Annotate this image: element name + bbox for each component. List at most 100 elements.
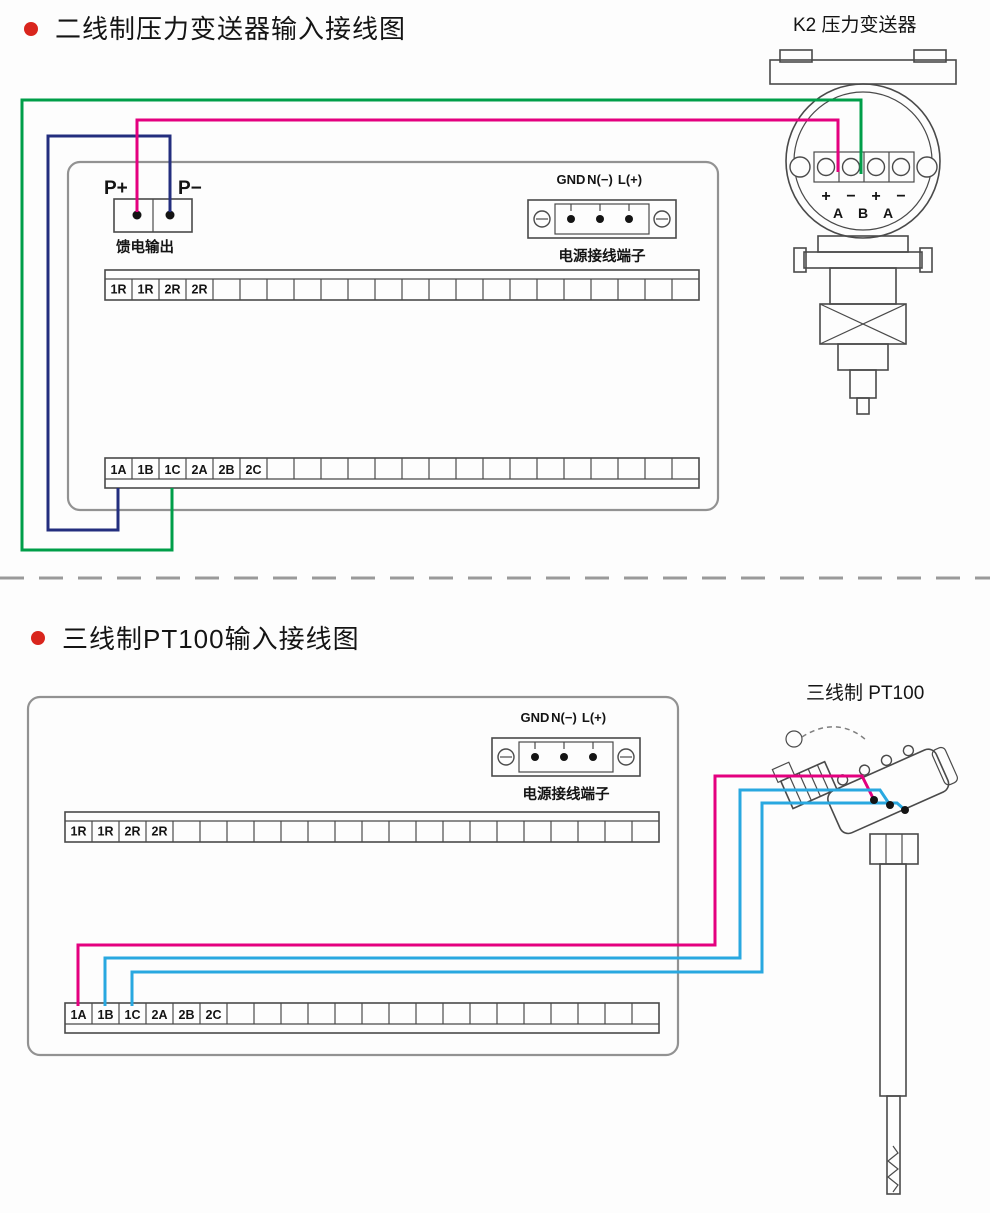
sign-label: − [896, 188, 905, 205]
terminal-cell-label: 1C [165, 463, 181, 477]
power-terminal-label-2: 电源接线端子 [523, 785, 610, 803]
mount-tab-left [779, 49, 813, 63]
p-minus-label: P− [178, 178, 202, 199]
terminal-cell-label: 1A [71, 1008, 87, 1022]
wire-magenta-1a-to-sensor [76, 774, 876, 1006]
wire-navy-pminus-to-1a [46, 134, 172, 532]
section1-title: 二线制压力变送器输入接线图 [55, 14, 406, 44]
process-step-1 [837, 343, 889, 371]
head-screw [880, 754, 893, 767]
sign-label: + [821, 188, 830, 205]
top-plate [769, 59, 957, 85]
terminal-cell-label: 2C [206, 1008, 222, 1022]
mount-tab-right [913, 49, 947, 63]
transmitter-body [829, 267, 897, 305]
cap-chain [801, 726, 867, 741]
section2-title: 三线制PT100输入接线图 [62, 624, 360, 654]
wire-cyan-1c-to-sensor [130, 801, 906, 1006]
cap-chain-end [785, 730, 803, 748]
feed-terminal-minus [165, 210, 175, 220]
power-terminal-label-1: 电源接线端子 [559, 247, 646, 265]
probe-sheath [879, 863, 907, 1097]
process-step-2 [849, 369, 877, 399]
terminal-cell-label: 2A [192, 463, 208, 477]
feed-output-label: 馈电输出 [116, 238, 174, 256]
pt100-sensor-drawing [771, 726, 958, 1195]
recorder-panel-1 [66, 160, 720, 512]
head-screw [902, 744, 915, 757]
section1-wires [20, 98, 863, 552]
terminal-cell-label: 2B [219, 463, 235, 477]
sign-label: + [871, 188, 880, 205]
section2-wires [76, 774, 909, 1006]
terminal-screw [916, 156, 938, 178]
thread-hatch [798, 772, 812, 801]
n-pin-label: N(−) [551, 710, 577, 725]
probe-element-tube [886, 1095, 901, 1195]
transmitter-device-label: K2 压力变送器 [793, 14, 917, 36]
pin-b-label: B [858, 205, 868, 221]
pin-a-label: A [833, 205, 843, 221]
sensor-terminal-3 [901, 806, 909, 814]
connection-head [771, 744, 958, 835]
n-pin-label: N(−) [587, 172, 613, 187]
head-screw [858, 764, 871, 776]
terminal-screw [816, 157, 836, 177]
head-cap [931, 746, 958, 786]
power-terminal-block-2 [491, 737, 641, 777]
terminal-cell-label: 1C [125, 1008, 141, 1022]
terminal-cell-label: 1B [98, 1008, 114, 1022]
flange-lug-left [793, 247, 807, 273]
transmitter-flange [803, 251, 923, 269]
wire-green-b-to-1c [20, 98, 863, 552]
sign-label: − [846, 188, 855, 205]
terminal-cell-label: 1R [138, 283, 154, 297]
terminal-cell-label: 2B [179, 1008, 195, 1022]
terminal-cell-label: 2A [152, 1008, 168, 1022]
l-pin-label: L(+) [618, 172, 642, 187]
terminal-cell-label: 1R [98, 825, 114, 839]
wire-magenta-pplus-to-a [135, 118, 840, 212]
terminal-screw [789, 156, 811, 178]
pin-a2-label: A [883, 205, 893, 221]
thread-hatch [816, 764, 831, 793]
terminal-cell-label: 1R [71, 825, 87, 839]
terminal-cell-label: 1R [111, 283, 127, 297]
input-terminal-strip-2: 1A 1B 1C 2A 2B 2C [64, 1002, 660, 1034]
sensor-terminal-1 [870, 796, 878, 804]
p-plus-label: P+ [104, 178, 128, 199]
terminal-cell-label: 2R [192, 283, 208, 297]
terminal-cell-label: 2R [165, 283, 181, 297]
wire-cyan-1b-to-sensor [103, 788, 892, 1006]
terminal-cell-label: 1A [111, 463, 127, 477]
terminal-screw [866, 157, 886, 177]
pt100-device-label: 三线制 PT100 [806, 682, 924, 704]
terminal-cell-label: 2C [246, 463, 262, 477]
relay-terminal-strip-1: 1R 1R 2R 2R [104, 269, 700, 301]
hex-nut [869, 833, 919, 865]
element-zigzag [887, 1145, 899, 1193]
sensor-terminal-2 [886, 801, 894, 809]
terminal-screw [841, 157, 861, 177]
recorder-panel-2 [26, 695, 680, 1057]
flange-lug-right [919, 247, 933, 273]
terminal-cell-label: 1B [138, 463, 154, 477]
feed-terminal-plus [132, 210, 142, 220]
relay-terminal-strip-2: 1R 1R 2R 2R [64, 811, 660, 843]
input-terminal-strip-1: 1A 1B 1C 2A 2B 2C [104, 457, 700, 489]
terminal-cell-label: 2R [125, 825, 141, 839]
process-tip [856, 397, 870, 415]
head-body [827, 748, 950, 835]
terminal-cell-label: 2R [152, 825, 168, 839]
power-terminal-block-1 [527, 199, 677, 239]
nut-hatch [819, 303, 907, 345]
gnd-pin-label: GND [521, 710, 550, 725]
gnd-pin-label: GND [557, 172, 586, 187]
transmitter-neck [817, 235, 909, 253]
section1-bullet-icon [24, 22, 38, 36]
section1: 二线制压力变送器输入接线图 K2 压力变送器 P+ P− 馈电输出 GND N(… [20, 14, 957, 552]
thread-hatch [807, 768, 821, 797]
l-pin-label: L(+) [582, 710, 606, 725]
